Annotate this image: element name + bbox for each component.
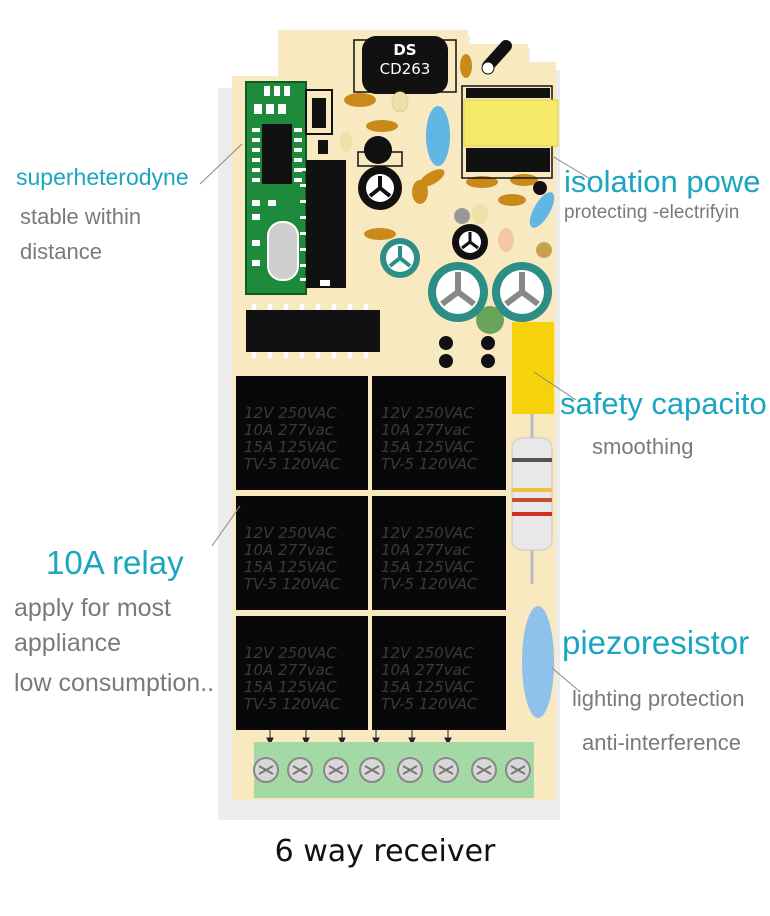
relay-spec-line: 12V 250VAC: [244, 404, 337, 422]
caption: 6 way receiver: [274, 834, 496, 869]
terminal-block: [253, 742, 534, 798]
safety-title: safety capacito: [560, 386, 767, 421]
chip-label: DS CD263: [362, 40, 448, 78]
relay-1-body: [236, 376, 368, 490]
relay-6-body: [372, 616, 506, 730]
relay-spec-line: 15A 125VAC: [244, 678, 337, 696]
isolation-transformer: [461, 85, 559, 179]
relay-spec-line: 12V 250VAC: [244, 524, 337, 542]
relay-spec-line: 12V 250VAC: [244, 644, 337, 662]
relay-spec-line: TV-5 120VAC: [381, 695, 478, 713]
superheterodyne-line-2: distance: [20, 239, 102, 264]
capacitor-teal-1: [380, 238, 420, 278]
relay-spec-line: 10A 277vac: [381, 541, 471, 559]
relay-line-1: apply for most: [14, 594, 172, 622]
rf-module: [245, 81, 307, 295]
piezo-title: piezoresistor: [562, 624, 750, 661]
driver-ic: [246, 310, 380, 352]
relay-spec-line: 12V 250VAC: [381, 524, 474, 542]
relay-spec-line: 12V 250VAC: [381, 644, 474, 662]
relay-spec-line: TV-5 120VAC: [381, 455, 478, 473]
relay-spec-line: 15A 125VAC: [244, 438, 337, 456]
relay-2-body: [372, 376, 506, 490]
capacitor-small-1: [358, 166, 402, 210]
relay-title: 10A relay: [46, 544, 184, 581]
blue-capacitor: [426, 106, 450, 166]
superheterodyne-line-1: stable within: [20, 204, 142, 229]
fuse-resistor: [511, 414, 553, 584]
relay-3-body: [236, 496, 368, 610]
relay-line-2: appliance: [14, 629, 122, 657]
isolation-sub: protecting -electrifyin: [564, 202, 740, 223]
safety-sub: smoothing: [592, 434, 694, 459]
chip-line-2: CD263: [379, 60, 431, 78]
piezo-line-1: lighting protection: [572, 686, 745, 711]
relay-spec-line: 10A 277vac: [244, 541, 334, 559]
relay-spec-line: TV-5 120VAC: [381, 575, 478, 593]
capacitor-small-2: [452, 224, 488, 260]
relay-spec-line: 15A 125VAC: [381, 558, 474, 576]
relay-spec-line: 15A 125VAC: [381, 678, 474, 696]
piezoresistor: [522, 606, 554, 718]
relay-spec-line: 10A 277vac: [381, 661, 471, 679]
superheterodyne-title: superheterodyne: [16, 164, 189, 190]
capacitor-teal-3: [492, 262, 552, 322]
relay-4-body: [372, 496, 506, 610]
piezo-line-2: anti-interference: [582, 730, 741, 755]
relay-spec-line: TV-5 120VAC: [244, 575, 341, 593]
relay-spec-line: 15A 125VAC: [381, 438, 474, 456]
relay-spec-line: TV-5 120VAC: [244, 695, 341, 713]
relay-spec-line: TV-5 120VAC: [244, 455, 341, 473]
decoder-ic: [306, 160, 346, 288]
capacitor-teal-2: [428, 262, 488, 322]
isolation-title: isolation powe: [564, 164, 761, 199]
relay-5-body: [236, 616, 368, 730]
chip-line-1: DS: [393, 41, 417, 59]
ds-chip: [362, 36, 448, 94]
relay-spec-line: 10A 277vac: [244, 421, 334, 439]
relay-line-3: low consumption..: [14, 669, 215, 697]
relay-spec-line: 10A 277vac: [244, 661, 334, 679]
relay-spec-line: 10A 277vac: [381, 421, 471, 439]
relay-spec-line: 15A 125VAC: [244, 558, 337, 576]
relay-spec-line: 12V 250VAC: [381, 404, 474, 422]
safety-capacitor: [512, 322, 554, 414]
